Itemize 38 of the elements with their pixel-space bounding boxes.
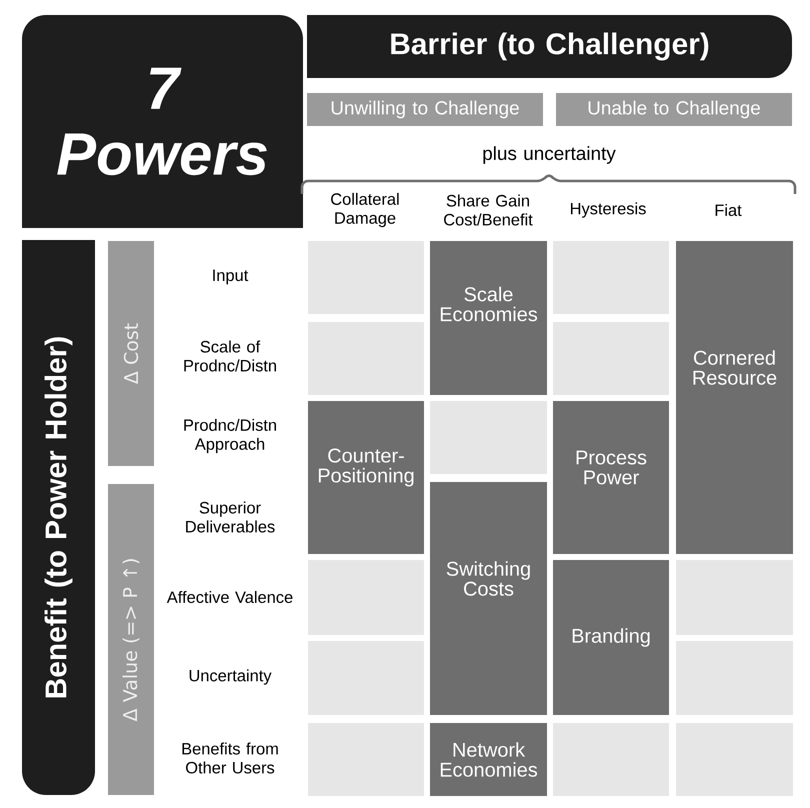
power-cell: Process Power [553,401,669,554]
column-header: Fiat [716,204,742,216]
axis-band: Benefit (to Power Holder) [22,240,95,795]
power-cell: Counter-Positioning [308,401,424,554]
row-label: Uncertainty [190,669,272,685]
power-cell: Network Economies [430,723,547,796]
empty-cell [308,560,424,635]
power-cell: Switching Costs [430,482,547,715]
row-label: Scale of Prodnc/Distn [184,340,276,372]
empty-cell [308,723,424,796]
row-label: Affective Valence [166,590,292,604]
row-label: Input [213,270,248,284]
power-cell: Branding [553,560,669,715]
empty-cell [308,641,424,715]
column-header: Collateral Damage [331,192,399,228]
row-label: Benefits from Other Users [182,742,278,774]
row-label: Superior Deliverables [186,502,275,532]
axis-band: Δ Value (=> P ↑) [108,484,154,795]
category-tab: Unwilling to Challenge [307,93,543,126]
axis-band: Δ Cost [108,241,154,466]
empty-cell [553,322,669,395]
category-tab: Unable to Challenge [556,93,792,126]
empty-cell [553,241,669,314]
empty-cell [308,241,424,314]
title-banner: 7 Powers [22,15,303,228]
empty-cell [308,322,424,395]
empty-cell [430,401,547,474]
bracket-label: plus uncertainty [483,146,616,164]
power-cell: Cornered Resource [676,241,793,554]
empty-cell [553,723,669,796]
header-banner: Barrier (to Challenger) [307,15,792,78]
row-label: Prodnc/Distn Approach [184,418,276,454]
empty-cell [676,560,793,635]
column-header: Share Gain Cost/Benefit [444,194,533,226]
column-header: Hysteresis [571,202,646,218]
empty-cell [676,641,793,715]
power-cell: Scale Economies [430,241,547,395]
empty-cell [676,723,793,796]
